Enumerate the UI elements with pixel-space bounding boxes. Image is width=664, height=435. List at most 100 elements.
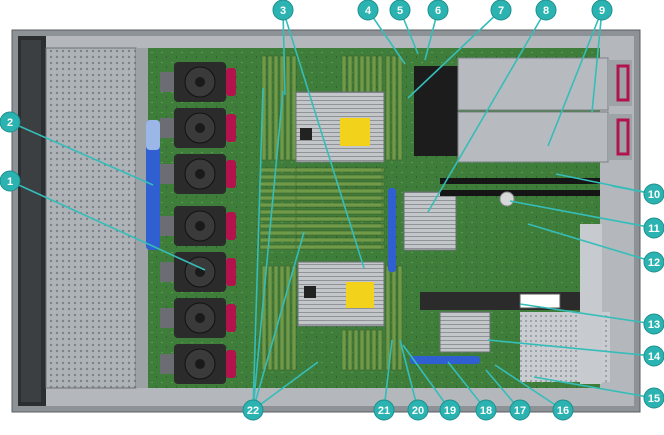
dimm <box>267 55 273 161</box>
dimm <box>295 216 383 222</box>
dimm <box>285 55 291 161</box>
callout-number: 18 <box>480 405 492 417</box>
callout-marker <box>591 0 613 21</box>
dimm <box>397 55 403 161</box>
dimm <box>391 265 397 371</box>
callout: 5 <box>389 0 419 55</box>
dimm <box>353 329 359 371</box>
callout-marker <box>643 217 664 239</box>
callout-marker <box>389 0 411 21</box>
callout-marker <box>535 0 557 21</box>
dimm <box>365 55 371 93</box>
dimm <box>295 202 383 208</box>
fan <box>160 206 236 246</box>
callout-marker <box>643 387 664 409</box>
callout-number: 9 <box>599 5 605 17</box>
callout-number: 20 <box>412 405 424 417</box>
callout: 15 <box>533 376 664 409</box>
dimm <box>385 55 391 161</box>
processor-heatsink-2 <box>297 261 385 327</box>
callout-number: 12 <box>648 257 660 269</box>
callout-marker <box>643 313 664 335</box>
dimm <box>295 209 383 215</box>
callout: 9 <box>547 0 613 147</box>
dimm <box>371 55 377 93</box>
callout: 7 <box>407 0 512 99</box>
callout-number: 11 <box>648 223 660 235</box>
callout-number: 22 <box>247 405 259 417</box>
dimm <box>291 55 297 161</box>
callout: 14 <box>487 339 664 367</box>
dimm <box>295 174 383 180</box>
fan <box>160 154 236 194</box>
callout-marker <box>552 399 574 421</box>
dimm <box>295 181 383 187</box>
callout: 8 <box>427 0 557 213</box>
callout: 19 <box>402 344 461 421</box>
callout: 3 <box>272 0 365 269</box>
dimm <box>267 265 273 371</box>
riser-latch <box>388 188 396 272</box>
dimm <box>295 223 383 229</box>
callout-marker <box>427 0 449 21</box>
dimm <box>359 329 365 371</box>
dimm <box>365 329 371 371</box>
dimm <box>295 195 383 201</box>
callout-number: 10 <box>648 189 660 201</box>
bottom-riser-latch <box>410 356 480 364</box>
callout-marker <box>0 111 21 133</box>
callout-marker <box>439 399 461 421</box>
dimm <box>397 265 403 371</box>
fan <box>160 344 236 384</box>
callout-marker <box>272 0 294 21</box>
callout: 12 <box>527 223 664 273</box>
callout-number: 3 <box>280 5 286 17</box>
callout-marker <box>475 399 497 421</box>
callout: 6 <box>424 0 449 61</box>
riser-card <box>420 292 600 310</box>
callout: 21 <box>373 339 395 421</box>
callout-marker <box>490 0 512 21</box>
dimm <box>285 265 291 371</box>
callout-number: 5 <box>397 5 403 17</box>
callout-number: 15 <box>648 393 660 405</box>
fan-array <box>160 62 236 384</box>
callout-number: 14 <box>648 351 661 363</box>
callout-number: 1 <box>7 176 13 188</box>
callout-number: 2 <box>7 117 13 129</box>
system-battery <box>499 191 515 207</box>
callout: 1 <box>0 170 206 271</box>
callout-marker <box>0 170 21 192</box>
dimm <box>347 55 353 93</box>
dimm <box>391 55 397 161</box>
callout: 22 <box>242 87 319 421</box>
callout-number: 7 <box>498 5 504 17</box>
callout-number: 17 <box>514 405 526 417</box>
dimm <box>291 265 297 371</box>
callout-number: 4 <box>365 5 372 17</box>
callout-number: 8 <box>543 5 549 17</box>
dimm <box>295 230 383 236</box>
dimm <box>295 244 383 250</box>
callout-number: 19 <box>444 405 456 417</box>
callout-number: 6 <box>435 5 441 17</box>
dimm <box>377 55 383 93</box>
callout: 17 <box>485 369 531 421</box>
system-module <box>414 66 458 156</box>
callout-marker <box>357 0 379 21</box>
dimm <box>279 265 285 371</box>
callout: 13 <box>519 303 664 335</box>
callout-number: 13 <box>648 319 660 331</box>
callout: 18 <box>447 361 497 421</box>
dimm <box>273 265 279 371</box>
processor-heatsink-1 <box>295 91 385 163</box>
fan <box>160 108 236 148</box>
fan <box>160 298 236 338</box>
callout-marker <box>407 399 429 421</box>
callout: 16 <box>494 364 574 421</box>
fan <box>160 62 236 102</box>
dimm <box>385 265 391 371</box>
dimm <box>295 167 383 173</box>
